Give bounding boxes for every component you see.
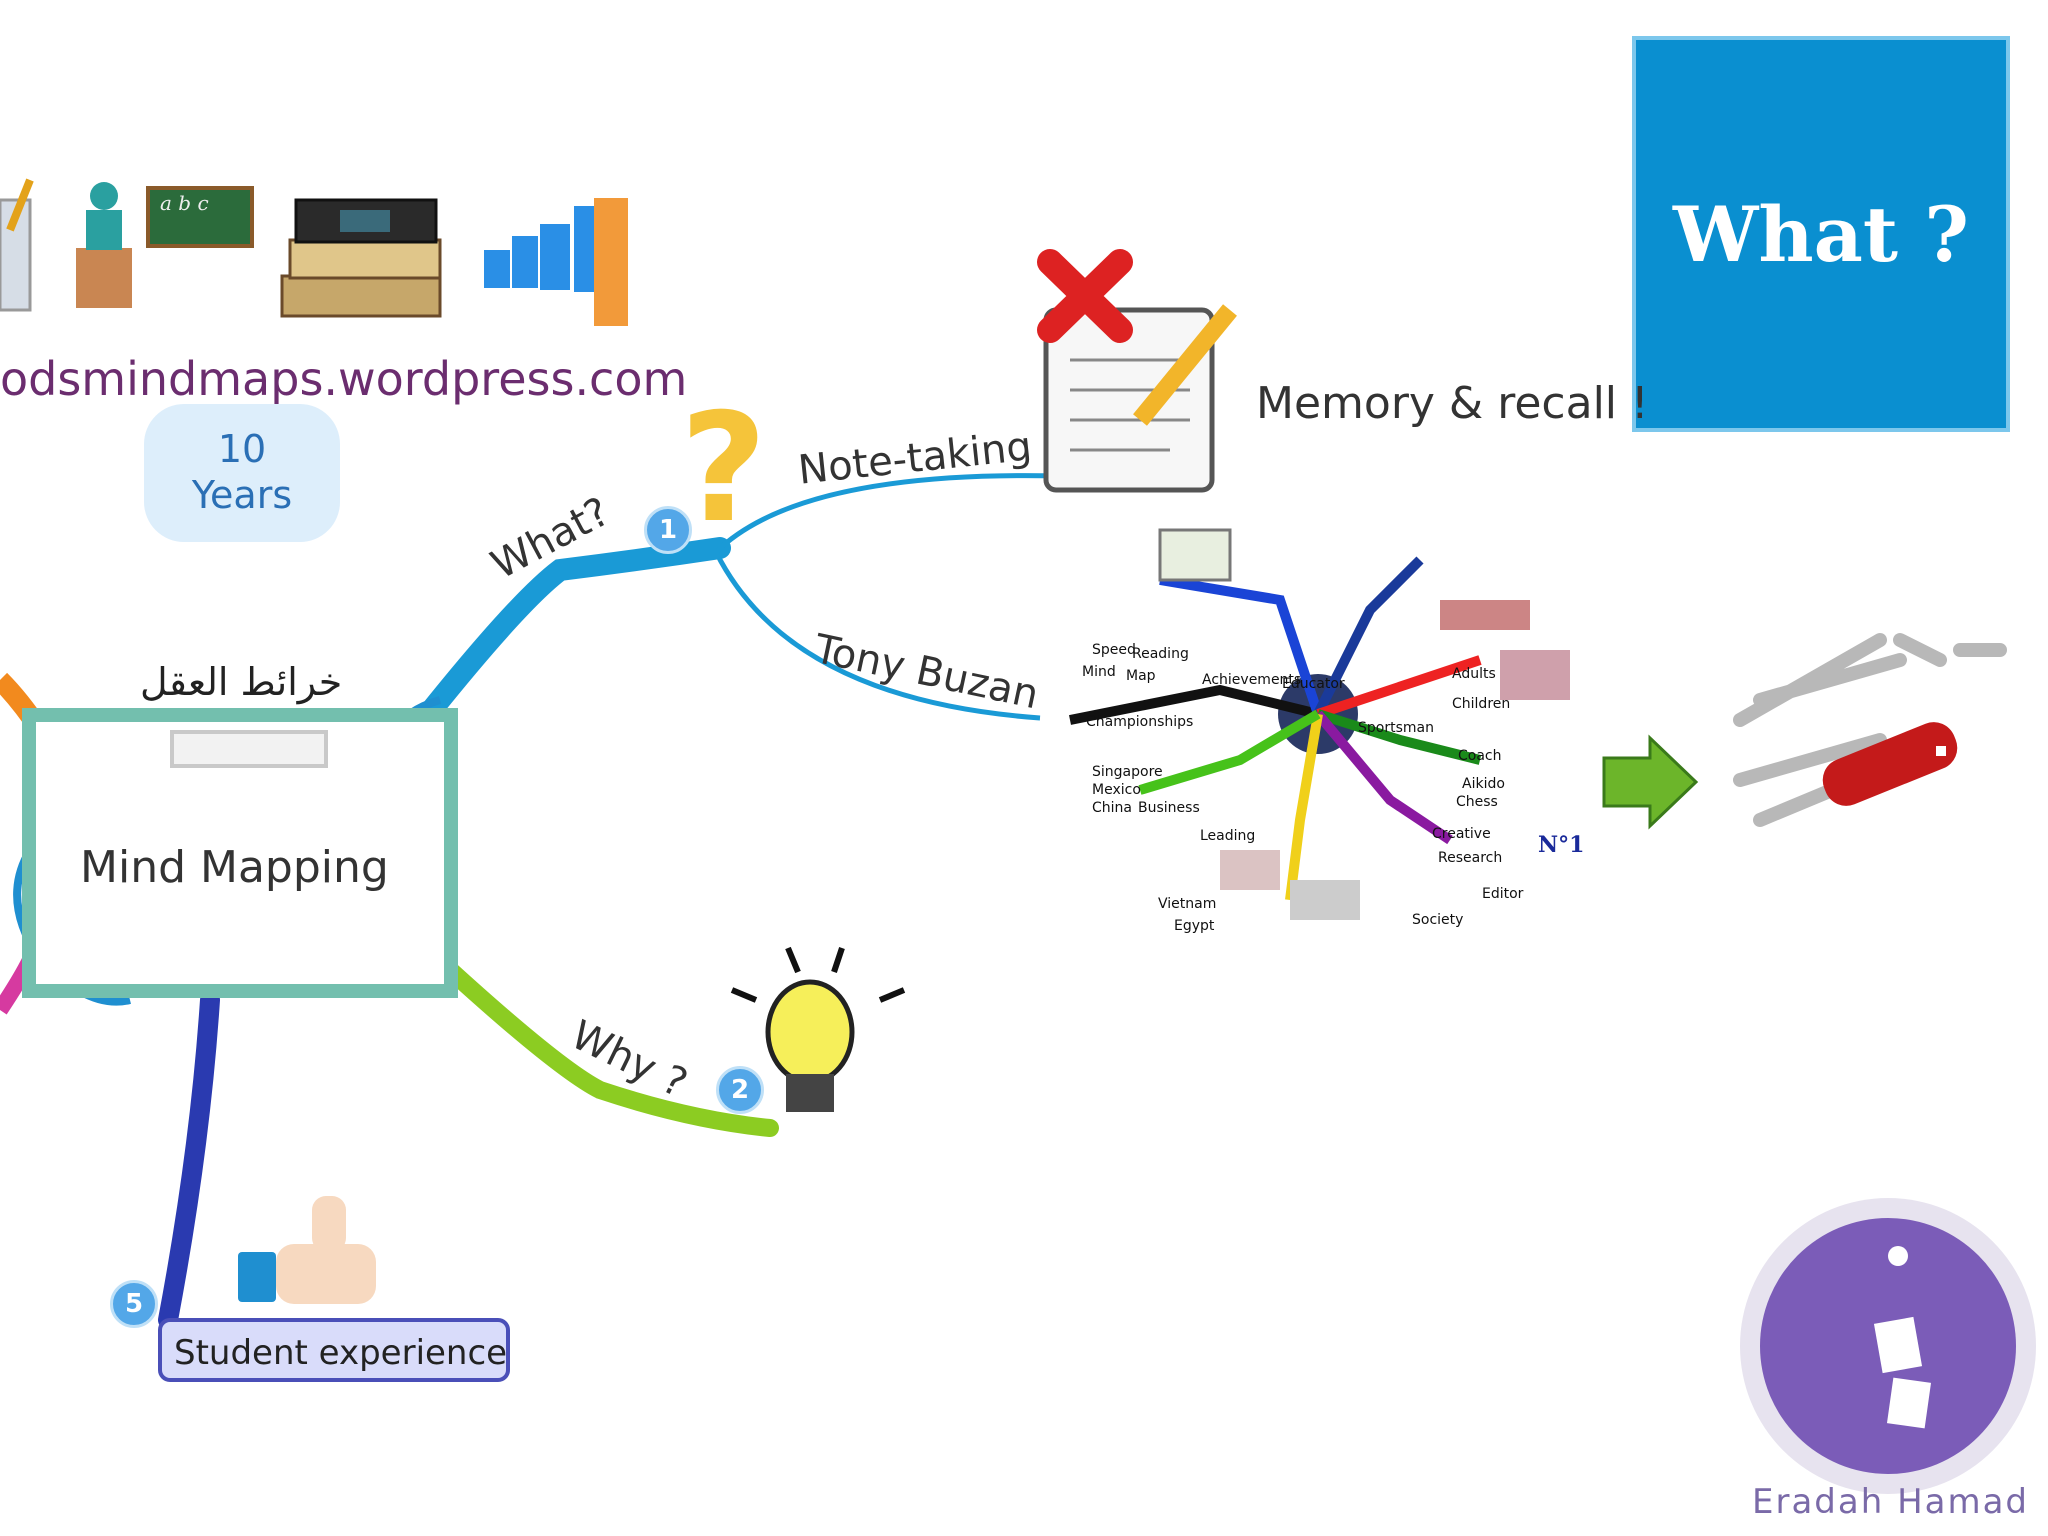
mini-map-word: Reading <box>1132 646 1189 662</box>
branch-badge-2: 2 <box>716 1066 764 1114</box>
question-mark-icon: ? <box>680 382 767 556</box>
mini-map-word: Speed <box>1092 642 1136 658</box>
mini-map-word: Leading <box>1200 828 1256 844</box>
note-taking-branch <box>714 473 1061 554</box>
mini-mind-map-image <box>1069 528 1570 920</box>
tony-buzan-branch <box>713 550 1041 721</box>
mini-map-word: Creative <box>1432 826 1491 842</box>
mini-map-word: Sportsman <box>1358 720 1434 736</box>
what-title-box: What ? <box>1632 36 2010 432</box>
mini-map-word: Adults <box>1452 666 1496 682</box>
mini-map-word: Coach <box>1458 748 1502 764</box>
mini-map-word: Championships <box>1086 714 1194 730</box>
mini-map-word: Editor <box>1482 886 1524 902</box>
mini-map-word: Society <box>1412 912 1464 928</box>
mini-map-word: Singapore <box>1092 764 1163 780</box>
mini-map-word: Achievements <box>1202 672 1302 688</box>
mini-map-word: Egypt <box>1174 918 1215 934</box>
years-label: Years <box>191 473 293 517</box>
mini-map-word: Research <box>1438 850 1503 866</box>
swiss-army-knife-icon <box>1733 633 2007 827</box>
mini-map-word: Mind <box>1082 664 1116 680</box>
mini-map-word: Map <box>1126 668 1156 684</box>
years-number: 10 <box>217 427 267 471</box>
books-icon <box>280 198 442 318</box>
mini-map-words: Achievements Speed Reading Mind Map Cham… <box>1072 636 1584 956</box>
pencil-cup-icon <box>0 178 34 312</box>
central-node-label: Mind Mapping <box>80 842 389 893</box>
mini-map-word: Chess <box>1456 794 1498 810</box>
mini-map-word: N°1 <box>1538 832 1585 858</box>
years-cloud: 10 Years <box>144 404 340 542</box>
branch-badge-1: 1 <box>644 506 692 554</box>
eradah-logo <box>1740 1198 2036 1494</box>
what-title-text: What ? <box>1673 189 1969 279</box>
website-url: odsmindmaps.wordpress.com <box>0 352 688 406</box>
mini-map-word: Mexico <box>1092 782 1141 798</box>
mini-map-word: Educator <box>1282 676 1345 692</box>
clipboard-clip <box>170 730 328 768</box>
memory-recall-text: Memory & recall ! <box>1256 378 1649 429</box>
notepad-cross-icon <box>1037 249 1237 493</box>
teacher-icon: a b c <box>76 182 254 308</box>
mini-map-word: Aikido <box>1462 776 1505 792</box>
mini-map-word: China <box>1092 800 1132 816</box>
bar-chart-icon <box>484 198 628 326</box>
green-arrow-icon <box>1602 734 1699 830</box>
mini-map-word: Children <box>1452 696 1511 712</box>
central-node: Mind Mapping <box>22 708 458 998</box>
what-branch <box>419 537 731 723</box>
student-experience-node: Student experience <box>158 1318 510 1382</box>
thumbs-up-icon <box>238 1196 376 1304</box>
mini-map-word: Business <box>1138 800 1200 816</box>
branch-badge-5: 5 <box>110 1280 158 1328</box>
svg-text:a b c: a b c <box>160 191 209 215</box>
central-arabic-title: خرائط العقل <box>140 660 343 704</box>
why-branch <box>441 961 779 1137</box>
student-branch <box>158 990 220 1330</box>
mini-map-word: Vietnam <box>1158 896 1217 912</box>
light-bulb-icon <box>730 946 906 1112</box>
logo-caption: Eradah Hamad <box>1752 1482 2030 1522</box>
